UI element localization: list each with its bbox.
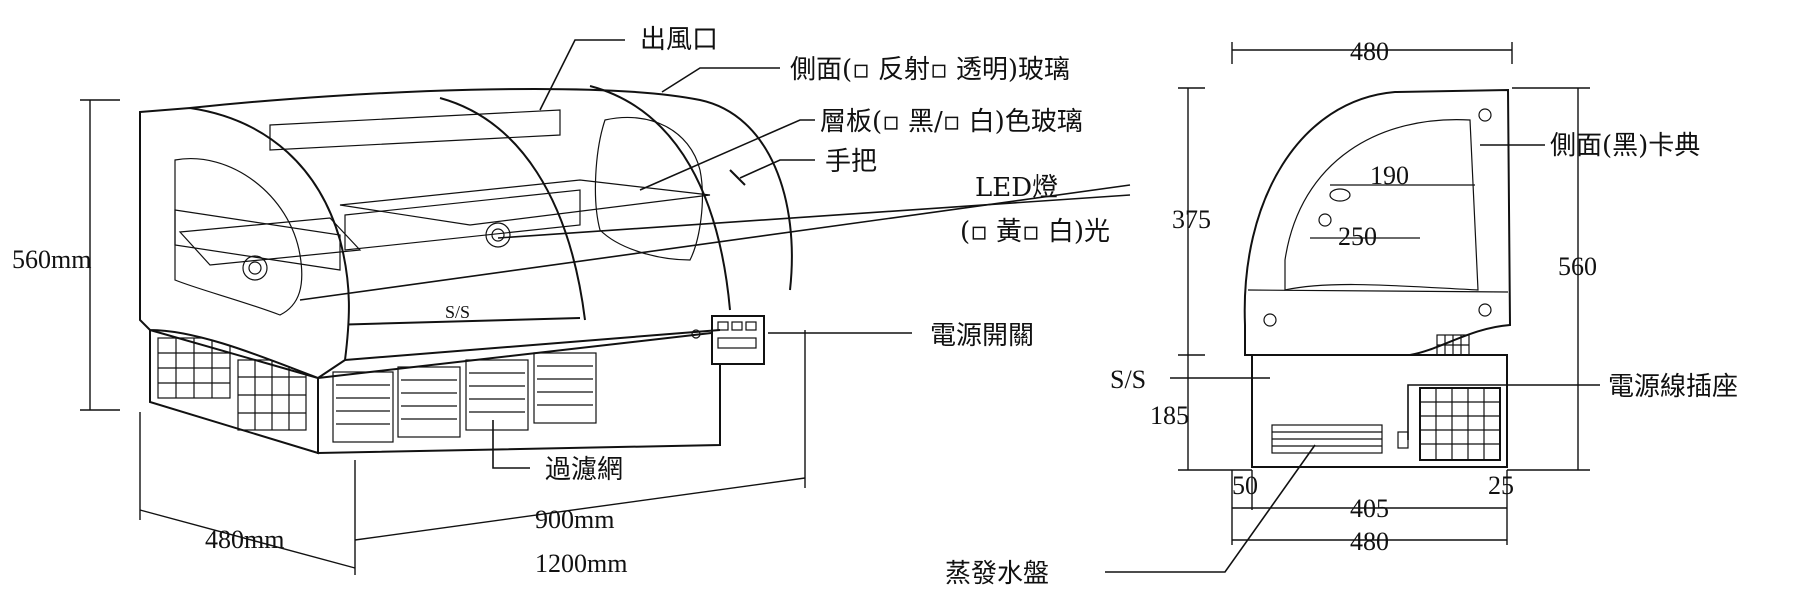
side-dim-right: [1507, 87, 1590, 471]
side-dim-bottom-480-label: 480: [1350, 527, 1389, 556]
label-led-line1: LED燈: [975, 173, 1058, 203]
label-power-socket: 電源線插座: [1608, 372, 1738, 402]
label-filter-mesh: 過濾網: [545, 455, 623, 485]
front-base-side-face: [149, 328, 319, 455]
vent-grille-2: [397, 366, 461, 438]
front-view: S/S 560mm 480mm: [12, 25, 1131, 578]
side-dim-375-label: 375: [1172, 205, 1211, 234]
side-condenser-grille: [1419, 387, 1501, 461]
side-dim-250-label: 250: [1338, 222, 1377, 251]
front-base-front-face: [317, 330, 721, 455]
side-dim-185-label: 185: [1150, 401, 1189, 430]
vent-grille-3: [465, 359, 529, 431]
lower-shelf: [178, 217, 362, 266]
side-dim-50-label: 50: [1232, 471, 1258, 500]
front-dim-width: [354, 330, 806, 541]
canopy-front-arc: [439, 97, 586, 321]
front-width-label-2: 1200mm: [535, 549, 627, 578]
handle-bar: [729, 169, 746, 186]
side-dim-left: [1178, 87, 1252, 471]
front-dim-depth: [139, 412, 356, 575]
front-width-label-1: 900mm: [535, 505, 614, 534]
front-vent-grilles: [332, 352, 597, 443]
side-dim-190-label: 190: [1370, 161, 1409, 190]
led-light-right: [485, 222, 511, 248]
left-panel-window: [174, 158, 303, 316]
side-dim-25-label: 25: [1488, 471, 1514, 500]
shelf-glass: [339, 179, 711, 226]
canopy-outer-curve: [189, 87, 793, 291]
label-led-line2: (▫ 黃▫ 白)光: [960, 217, 1110, 247]
led-light-left: [242, 255, 268, 281]
label-evaporator-tray: 蒸發水盤: [945, 559, 1049, 589]
side-dim-405-label: 405: [1350, 494, 1389, 523]
power-indicator: [691, 329, 701, 339]
front-left-end-panel: [139, 106, 350, 380]
power-switch-box: [711, 315, 765, 365]
front-height-label: 560mm: [12, 245, 91, 274]
vent-grille-1: [332, 371, 394, 443]
side-dim-top-label: 480: [1350, 37, 1389, 66]
label-side-ss: S/S: [1110, 365, 1146, 394]
label-side-glass: 側面(▫ 反射▫ 透明)玻璃: [790, 55, 1070, 85]
evaporator-tray: [1271, 424, 1383, 454]
canopy-rear-arc: [589, 85, 731, 311]
front-leaders: [299, 39, 1131, 469]
rear-perforated-panels: [174, 109, 581, 271]
label-power-switch: 電源開關: [930, 321, 1034, 351]
label-handle: 手把: [825, 147, 877, 177]
right-panel-window: [594, 116, 703, 261]
side-led: [1329, 188, 1351, 202]
side-window: [1284, 119, 1479, 291]
side-dim-top: [1231, 42, 1513, 64]
label-air-outlet: 出風口: [640, 25, 718, 55]
power-switch-details: [717, 321, 757, 349]
label-shelf-glass: 層板(▫ 黑/▫ 白)色玻璃: [820, 107, 1083, 137]
front-dim-height: [80, 99, 120, 411]
vent-grille-4: [533, 352, 597, 424]
side-base-line: [1247, 289, 1509, 293]
side-view: 480 190 250 375 185 560 50 405: [945, 37, 1738, 589]
side-leaders: [1105, 144, 1600, 573]
front-ss-marking: S/S: [445, 302, 470, 322]
side-dim-bottom: [1231, 470, 1508, 545]
label-side-panel: 側面(黑)卡典: [1550, 131, 1700, 161]
counter-front-edge: [344, 329, 721, 361]
side-dim-560-label: 560: [1558, 252, 1597, 281]
front-depth-label: 480mm: [205, 525, 284, 554]
